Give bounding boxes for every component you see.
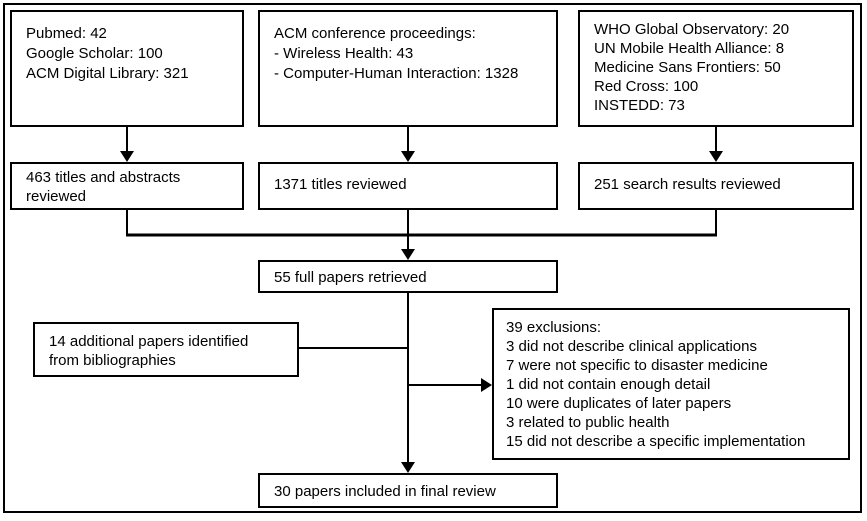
- box-sources-databases: Pubmed: 42 Google Scholar: 100 ACM Digit…: [10, 10, 244, 127]
- box-sources-acm-proceedings: ACM conference proceedings: - Wireless H…: [258, 10, 558, 127]
- box-titles-reviewed: 1371 titles reviewed: [258, 162, 558, 210]
- box-line: from bibliographies: [49, 352, 176, 369]
- box-line: UN Mobile Health Alliance: 8: [594, 40, 785, 57]
- box-line: 10 were duplicates of later papers: [506, 395, 732, 412]
- box-titles-abstracts-reviewed: 463 titles and abstracts reviewed: [10, 162, 244, 210]
- box-line: 463 titles and abstracts: [26, 169, 181, 186]
- box-additional-papers: 14 additional papers identified from bib…: [33, 322, 299, 377]
- box-line: 3 related to public health: [506, 414, 670, 431]
- box-line: Red Cross: 100: [594, 78, 699, 95]
- box-line: 1371 titles reviewed: [274, 176, 407, 193]
- box-line: Google Scholar: 100: [26, 45, 163, 62]
- box-line: INSTEDD: 73: [594, 97, 685, 114]
- box-line: 1 did not contain enough detail: [506, 376, 711, 393]
- box-line: 55 full papers retrieved: [274, 269, 427, 286]
- box-full-papers-retrieved: 55 full papers retrieved: [258, 260, 558, 293]
- box-final-review: 30 papers included in final review: [258, 473, 558, 508]
- box-line: Pubmed: 42: [26, 25, 107, 42]
- box-line: 7 were not specific to disaster medicine: [506, 357, 768, 374]
- box-search-results-reviewed: 251 search results reviewed: [578, 162, 854, 210]
- box-line: ACM Digital Library: 321: [26, 65, 189, 82]
- box-line: 15 did not describe a specific implement…: [506, 433, 806, 450]
- box-line: 14 additional papers identified: [49, 333, 249, 350]
- box-line: Medicine Sans Frontiers: 50: [594, 59, 781, 76]
- box-line: - Computer-Human Interaction: 1328: [274, 65, 519, 82]
- box-line: ACM conference proceedings:: [274, 25, 476, 42]
- box-line: WHO Global Observatory: 20: [594, 21, 790, 38]
- box-line: reviewed: [26, 188, 87, 205]
- box-exclusions: 39 exclusions: 3 did not describe clinic…: [492, 308, 850, 460]
- outer-border: [3, 3, 862, 513]
- box-line: 251 search results reviewed: [594, 176, 781, 193]
- box-line: 3 did not describe clinical applications: [506, 338, 757, 355]
- box-line: 39 exclusions:: [506, 319, 602, 336]
- box-line: 30 papers included in final review: [274, 483, 496, 500]
- box-sources-organizations: WHO Global Observatory: 20 UN Mobile Hea…: [578, 10, 854, 127]
- box-line: - Wireless Health: 43: [274, 45, 414, 62]
